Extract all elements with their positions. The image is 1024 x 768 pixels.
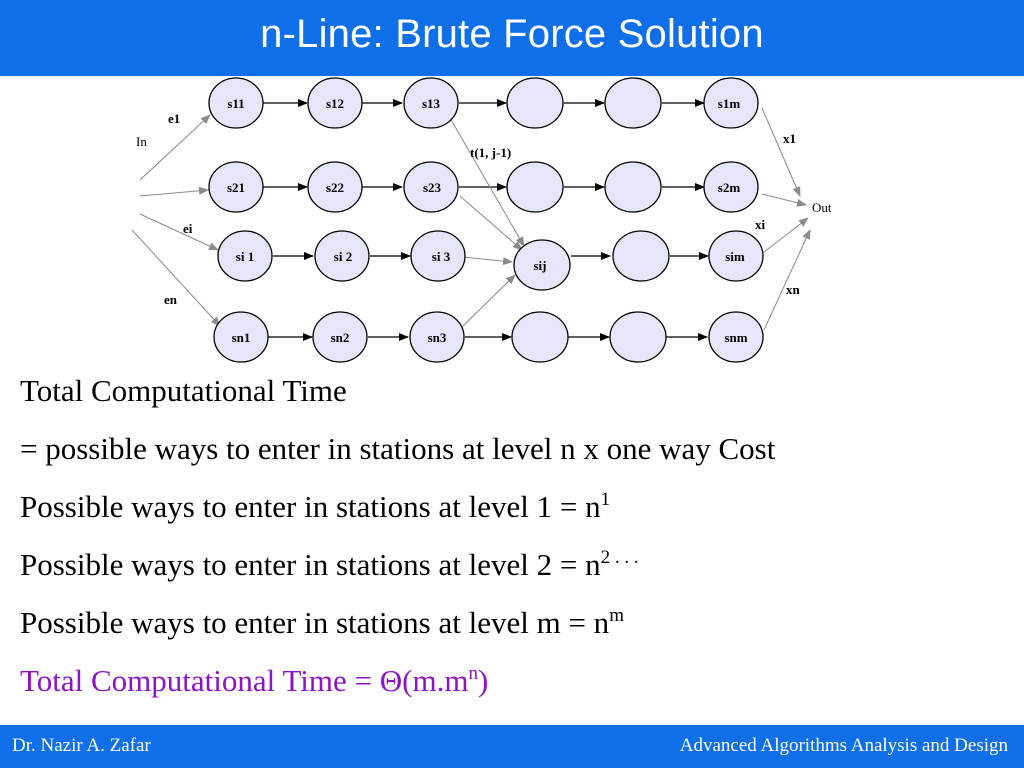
exit-cost-xi: xi <box>755 217 766 232</box>
body-line-4-exponent: 2 . . . <box>600 547 639 568</box>
label-sn2: sn2 <box>331 330 350 345</box>
station-row-2 <box>208 161 759 213</box>
station-row-n <box>213 311 764 363</box>
label-s2m: s2m <box>718 180 741 195</box>
station-si2 <box>314 230 370 282</box>
assembly-line-diagram: s11 s12 s13 s1m s21 s22 s23 s2m si 1 si … <box>131 77 832 363</box>
label-si2: si 2 <box>334 249 352 264</box>
entry-cost-e1: e1 <box>168 111 180 126</box>
label-s22: s22 <box>326 180 344 195</box>
cost-labels: In Out e1 ei en x1 xi xn t(1, j-1) <box>136 111 832 307</box>
station-s13 <box>403 77 459 129</box>
label-s21: s21 <box>227 180 245 195</box>
label-sim: sim <box>725 249 745 264</box>
exit-cost-xn: xn <box>786 282 801 297</box>
station-sim <box>708 230 764 282</box>
label-s11: s11 <box>227 96 244 111</box>
station-s23 <box>403 161 459 213</box>
station-row2-col4 <box>506 161 564 213</box>
label-sn1: sn1 <box>232 330 251 345</box>
station-row-i <box>217 230 764 291</box>
station-si1 <box>217 230 273 282</box>
transfer-arrows <box>131 107 811 331</box>
station-s11 <box>208 77 264 129</box>
label-si3: si 3 <box>432 249 451 264</box>
station-sn3 <box>409 311 465 363</box>
transfer-cost-label: t(1, j-1) <box>470 145 511 160</box>
body-line-3: Possible ways to enter in stations at le… <box>20 482 1010 540</box>
station-snm <box>708 311 764 363</box>
body-line-3-text: Possible ways to enter in stations at le… <box>20 489 601 524</box>
station-row1-col4 <box>506 77 564 129</box>
entry-arrow-1 <box>139 114 211 181</box>
label-s13: s13 <box>422 96 441 111</box>
body-line-5: Possible ways to enter in stations at le… <box>20 598 1010 656</box>
body-line-1: Total Computational Time <box>20 366 1010 424</box>
station-row1-col5 <box>604 77 662 129</box>
entry-label: In <box>136 134 147 149</box>
station-sn1 <box>213 311 269 363</box>
station-s22 <box>307 161 363 213</box>
exit-arrow-2 <box>761 193 807 207</box>
label-s23: s23 <box>423 180 442 195</box>
body-line-6-exponent: n <box>468 663 478 684</box>
body-line-2-text: = possible ways to enter in stations at … <box>20 431 776 466</box>
station-rowi-col5 <box>612 230 670 282</box>
label-sn3: sn3 <box>428 330 447 345</box>
body-line-1-text: Total Computational Time <box>20 373 347 408</box>
station-labels: s11 s12 s13 s1m s21 s22 s23 s2m si 1 si … <box>227 96 748 345</box>
body-line-4-text: Possible ways to enter in stations at le… <box>20 547 601 582</box>
station-si3 <box>410 230 466 282</box>
body-line-4: Possible ways to enter in stations at le… <box>20 540 1010 598</box>
label-snm: snm <box>724 330 747 345</box>
slide-body: Total Computational Time = possible ways… <box>20 366 1010 714</box>
slide-title: n-Line: Brute Force Solution <box>260 11 764 56</box>
entry-cost-en: en <box>164 292 178 307</box>
transfer-sn3-sij <box>461 274 516 328</box>
body-line-6-result: Total Computational Time = Θ(m.mn) <box>20 656 1010 714</box>
body-line-5-exponent: m <box>609 605 624 626</box>
body-line-6-text: Total Computational Time = Θ(m.m <box>20 663 469 698</box>
station-sij <box>513 239 571 291</box>
entry-arrow-2 <box>139 186 209 197</box>
footer-course: Advanced Algorithms Analysis and Design <box>679 735 1008 756</box>
exit-arrow-i <box>763 217 809 253</box>
transfer-si3-sij <box>462 256 513 266</box>
body-line-6-close: ) <box>477 663 489 698</box>
label-si1: si 1 <box>236 249 254 264</box>
title-bar: n-Line: Brute Force Solution <box>0 0 1024 76</box>
body-line-2: = possible ways to enter in stations at … <box>20 424 1010 482</box>
transfer-s23-sij <box>459 195 523 251</box>
station-row2-col5 <box>604 161 662 213</box>
station-s1m <box>703 77 759 129</box>
station-s21 <box>208 161 264 213</box>
exit-label: Out <box>812 200 832 215</box>
body-line-5-text: Possible ways to enter in stations at le… <box>20 605 610 640</box>
transfer-s13-sij <box>449 117 525 247</box>
exit-arrow-n <box>763 229 811 331</box>
entry-arrow-i <box>139 213 219 251</box>
label-s1m: s1m <box>718 96 741 111</box>
body-line-3-exponent: 1 <box>600 489 611 510</box>
footer-bar: Dr. Nazir A. Zafar Advanced Algorithms A… <box>0 725 1024 768</box>
entry-arrow-n <box>131 229 221 327</box>
station-sn2 <box>312 311 368 363</box>
exit-cost-x1: x1 <box>783 131 796 146</box>
label-s12: s12 <box>326 96 344 111</box>
station-rown-col4 <box>511 311 569 363</box>
station-row-1 <box>208 77 759 129</box>
entry-cost-ei: ei <box>183 221 193 236</box>
label-sij: sij <box>534 258 547 273</box>
station-s12 <box>307 77 363 129</box>
footer-author: Dr. Nazir A. Zafar <box>12 735 151 756</box>
line-arrows <box>263 99 709 341</box>
exit-arrow-1 <box>761 107 801 197</box>
station-rown-col5 <box>609 311 667 363</box>
station-s2m <box>703 161 759 213</box>
